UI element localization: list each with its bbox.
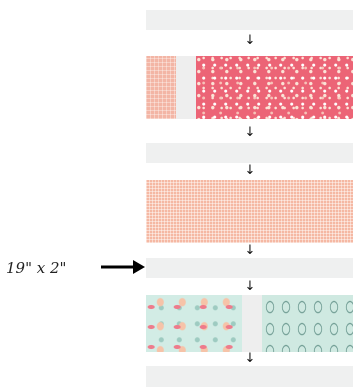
dimension-label: 19" x 2" bbox=[6, 259, 67, 277]
seam-gap bbox=[176, 56, 196, 119]
seam-gap bbox=[242, 295, 262, 352]
down-arrow-icon: ↓ bbox=[244, 163, 256, 178]
mint-print-fabric-piece bbox=[146, 295, 242, 352]
right-arrow-icon bbox=[101, 260, 145, 274]
grey-strip-2 bbox=[146, 143, 353, 163]
grey-strip-3 bbox=[146, 258, 353, 278]
down-arrow-icon: ↓ bbox=[244, 351, 256, 366]
down-arrow-icon: ↓ bbox=[244, 243, 256, 258]
down-arrow-icon: ↓ bbox=[244, 279, 256, 294]
coral-floral-fabric-piece bbox=[196, 56, 353, 119]
mint-drop-fabric-piece bbox=[262, 295, 353, 352]
grey-strip-1 bbox=[146, 10, 353, 30]
coral-check-fabric-piece bbox=[146, 56, 176, 119]
salmon-gingham-fabric-piece bbox=[146, 180, 353, 243]
down-arrow-icon: ↓ bbox=[244, 33, 256, 48]
down-arrow-icon: ↓ bbox=[244, 125, 256, 140]
grey-strip-4 bbox=[146, 366, 353, 387]
